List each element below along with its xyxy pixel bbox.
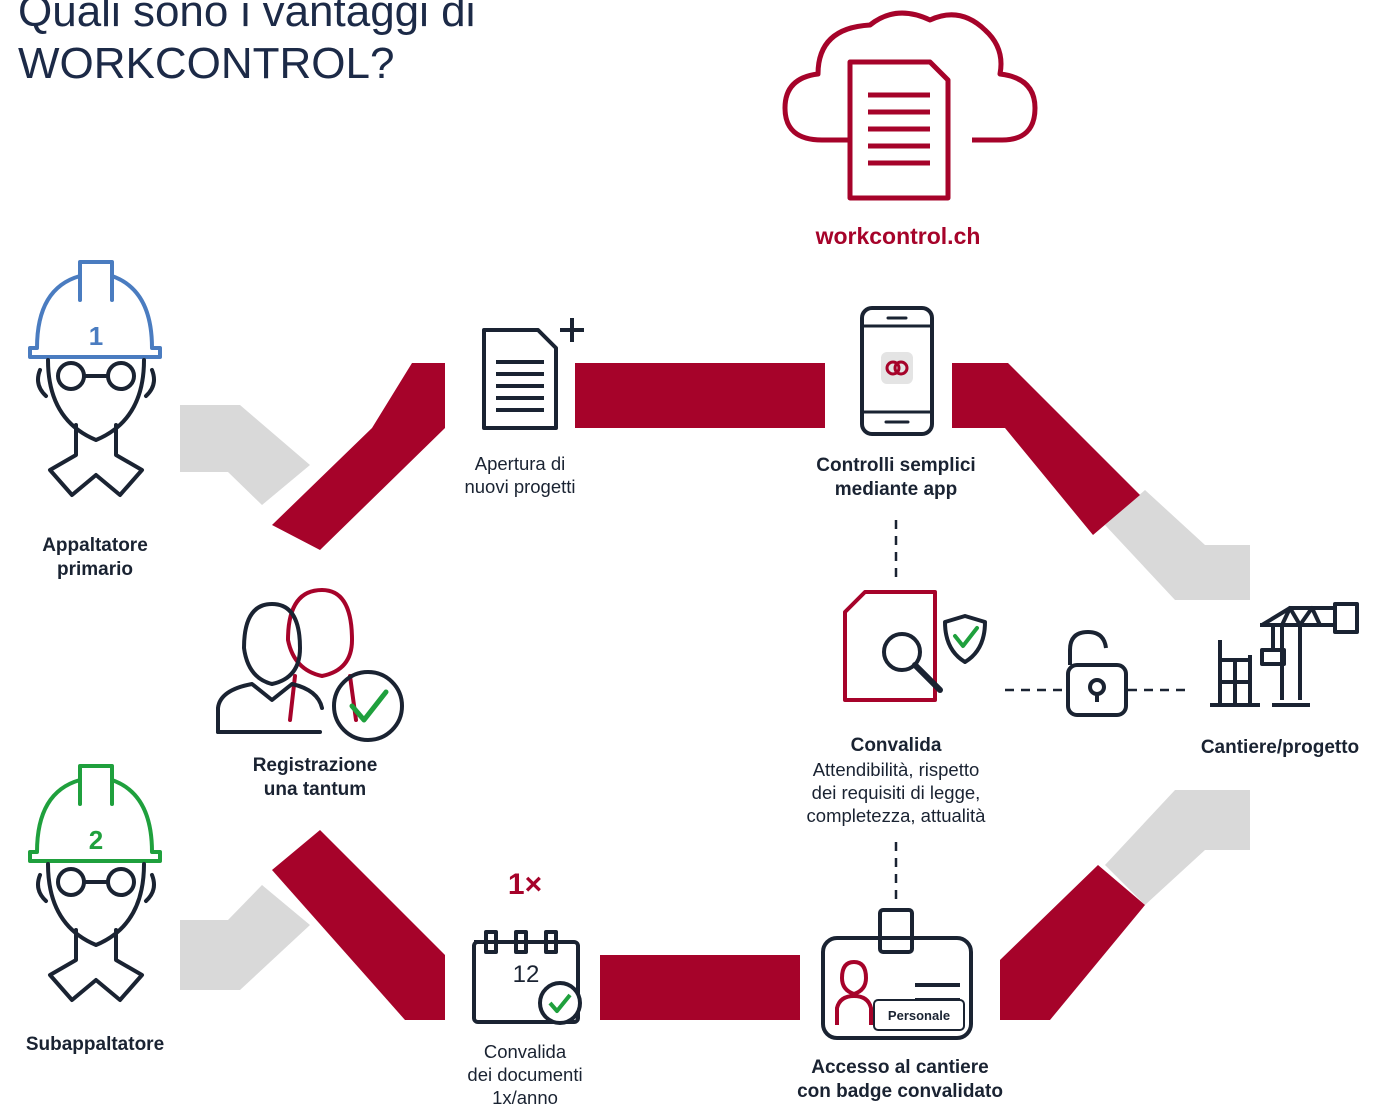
badge-access-label-line-2: con badge convalidato: [797, 1080, 1003, 1102]
red-path-right-bottom: [1000, 865, 1145, 1020]
sub-helmet-number: 2: [88, 825, 104, 855]
validation-label-line-3: completezza, attualità: [806, 805, 986, 826]
red-path-right-top: [952, 363, 1140, 535]
primary-contractor-label-line-1: Appaltatore: [42, 535, 148, 556]
document-plus-icon: [482, 318, 584, 430]
padlock-icon: [1066, 630, 1128, 717]
id-badge-icon: [821, 908, 973, 1040]
validation-label-line-1: Attendibilità, rispetto: [812, 758, 980, 780]
smartphone-icon: [860, 306, 934, 436]
page-title: Quali sono i vantaggi di WORKCONTROL?: [18, 0, 475, 90]
gray-path-primary: [180, 405, 310, 505]
gray-path-sub: [180, 885, 310, 990]
badge-access-label-line-1: Accesso al cantiere: [811, 1057, 989, 1078]
red-path-down: [272, 830, 445, 1020]
dashed-connectors: [894, 520, 1188, 900]
gray-path-site-bottom: [1105, 790, 1250, 905]
page-title-line-2: WORKCONTROL?: [18, 38, 395, 88]
primary-helmet-number: 1: [88, 321, 104, 351]
red-path-top: [575, 363, 825, 428]
docs-validation-label-line-1: Convalida: [483, 1041, 567, 1062]
registration-label: Registrazione una tantum: [200, 754, 430, 802]
subcontractor-icon: [28, 764, 162, 1002]
cloud-document-icon: [782, 10, 1038, 201]
site-label: Cantiere/progetto: [1200, 737, 1360, 758]
validation-label-line-2: dei requisiti di legge,: [811, 781, 981, 803]
new-projects-label-line-2: nuovi progetti: [464, 476, 576, 498]
app-checks-label-line-1: Controlli semplici: [816, 455, 976, 476]
once-badge: 1×: [507, 868, 543, 901]
construction-site-icon: [1210, 602, 1359, 707]
website-label: workcontrol.ch: [815, 223, 981, 249]
new-projects-label: Apertura di nuovi progetti: [430, 452, 610, 498]
registration-label-line-1: Registrazione: [252, 755, 378, 776]
badge-access-label: Accesso al cantiere con badge convalidat…: [760, 1056, 1040, 1104]
docs-validation-label-line-2: dei documenti: [467, 1064, 583, 1086]
new-projects-label-line-1: Apertura di: [474, 453, 566, 474]
gray-paths: [180, 405, 1250, 990]
subcontractor-label: Subappaltatore: [25, 1034, 165, 1055]
calendar-day: 12: [512, 961, 540, 988]
primary-contractor-label: Appaltatore primario: [10, 534, 180, 582]
registration-people-icon: [216, 588, 404, 742]
page-title-line-1: Quali sono i vantaggi di: [18, 0, 476, 36]
validation-document-icon: [843, 590, 987, 702]
docs-validation-label-line-3: 1x/anno: [492, 1087, 558, 1109]
red-paths: [272, 363, 1145, 1020]
docs-validation-label: Convalida dei documenti 1x/anno: [430, 1040, 620, 1109]
gray-path-site-top: [1105, 490, 1250, 600]
red-path-up: [272, 363, 445, 550]
validation-label-title: Convalida: [850, 735, 942, 756]
primary-contractor-icon: [28, 260, 162, 497]
registration-label-line-2: una tantum: [263, 778, 367, 800]
badge-card-label: Personale: [887, 1008, 951, 1023]
calendar-icon: [472, 930, 582, 1025]
primary-contractor-label-line-2: primario: [56, 558, 134, 580]
app-checks-label: Controlli semplici mediante app: [776, 454, 1016, 502]
red-path-bottom: [600, 955, 800, 1020]
app-checks-label-line-2: mediante app: [834, 478, 958, 500]
validation-label: Convalida Attendibilità, rispetto dei re…: [756, 734, 1036, 827]
